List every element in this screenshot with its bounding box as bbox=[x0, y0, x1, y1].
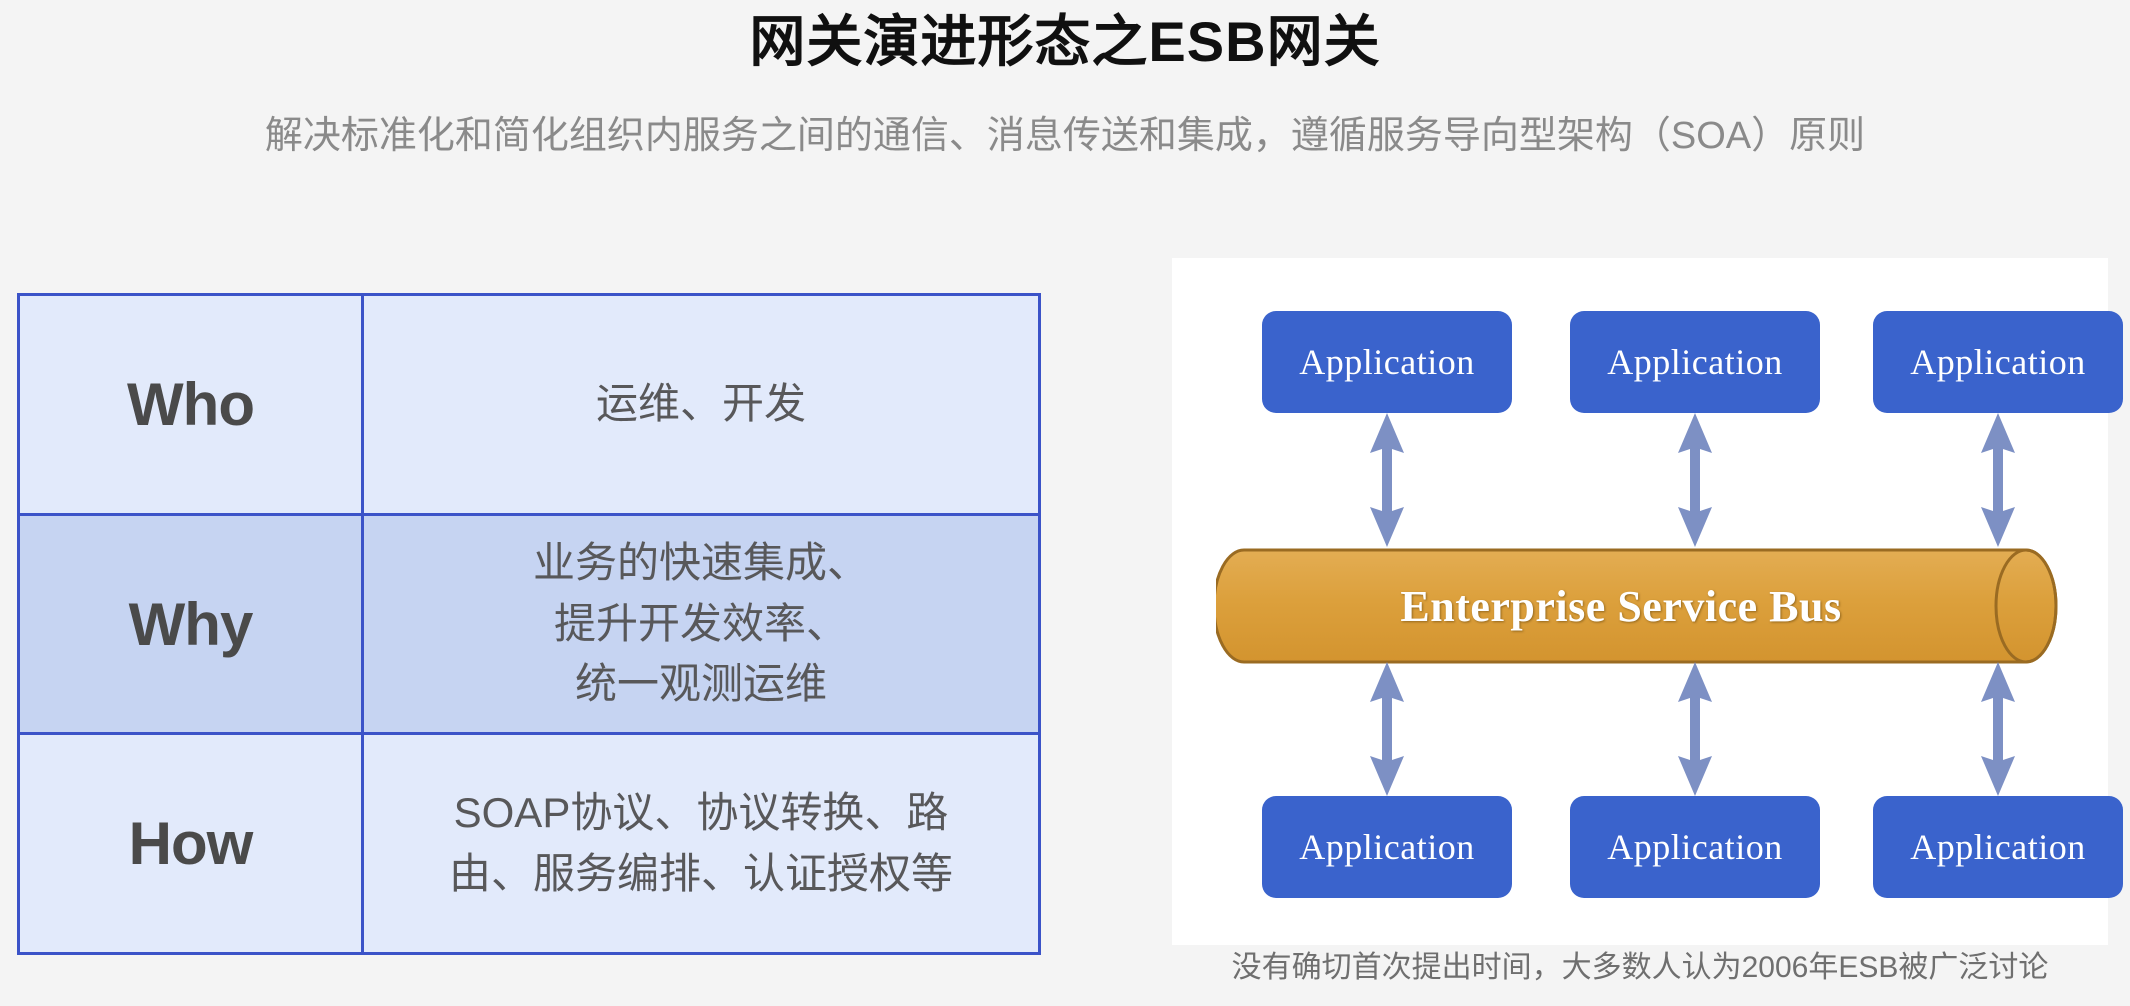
double-arrow-icon bbox=[1364, 662, 1410, 796]
esb-diagram: Application Application Application bbox=[1172, 258, 2123, 945]
table-cell-value: SOAP协议、协议转换、路 由、服务编排、认证授权等 bbox=[448, 788, 953, 897]
application-box-bottom-1: Application bbox=[1262, 796, 1512, 898]
double-arrow-icon bbox=[1672, 413, 1718, 547]
double-arrow-icon bbox=[1975, 413, 2021, 547]
double-arrow-icon bbox=[1975, 662, 2021, 796]
double-arrow-icon bbox=[1672, 662, 1718, 796]
table-cell-key: Why bbox=[20, 515, 364, 733]
who-why-how-table: Who 运维、开发 Why 业务的快速集成、 提升开发效率、 统一观测运维 Ho… bbox=[17, 293, 1041, 955]
table-cell-key: Who bbox=[20, 296, 364, 513]
page-subtitle: 解决标准化和简化组织内服务之间的通信、消息传送和集成，遵循服务导向型架构（SOA… bbox=[264, 115, 1866, 157]
esb-architecture-panel: Application Application Application bbox=[1172, 258, 2123, 945]
table-cell-value: 运维、开发 bbox=[595, 379, 806, 427]
application-box-top-3: Application bbox=[1873, 311, 2123, 413]
page-title: 网关演进形态之ESB网关 bbox=[749, 10, 1381, 73]
application-box-bottom-2: Application bbox=[1570, 796, 1820, 898]
application-box-top-2: Application bbox=[1570, 311, 1820, 413]
table-row: Who 运维、开发 bbox=[20, 296, 1038, 513]
application-box-bottom-3: Application bbox=[1873, 796, 2123, 898]
enterprise-service-bus-label: Enterprise Service Bus bbox=[1400, 581, 1842, 631]
esb-caption: 没有确切首次提出时间，大多数人认为2006年ESB被广泛讨论 bbox=[1231, 951, 2049, 984]
double-arrow-icon bbox=[1364, 413, 1410, 547]
table-row: How SOAP协议、协议转换、路 由、服务编排、认证授权等 bbox=[20, 735, 1038, 953]
enterprise-service-bus-shape bbox=[1216, 546, 2064, 666]
table-cell-key: How bbox=[20, 735, 364, 953]
table-row: Why 业务的快速集成、 提升开发效率、 统一观测运维 bbox=[20, 512, 1038, 736]
application-box-top-1: Application bbox=[1262, 311, 1512, 413]
table-cell-value: 业务的快速集成、 提升开发效率、 统一观测运维 bbox=[532, 538, 869, 708]
